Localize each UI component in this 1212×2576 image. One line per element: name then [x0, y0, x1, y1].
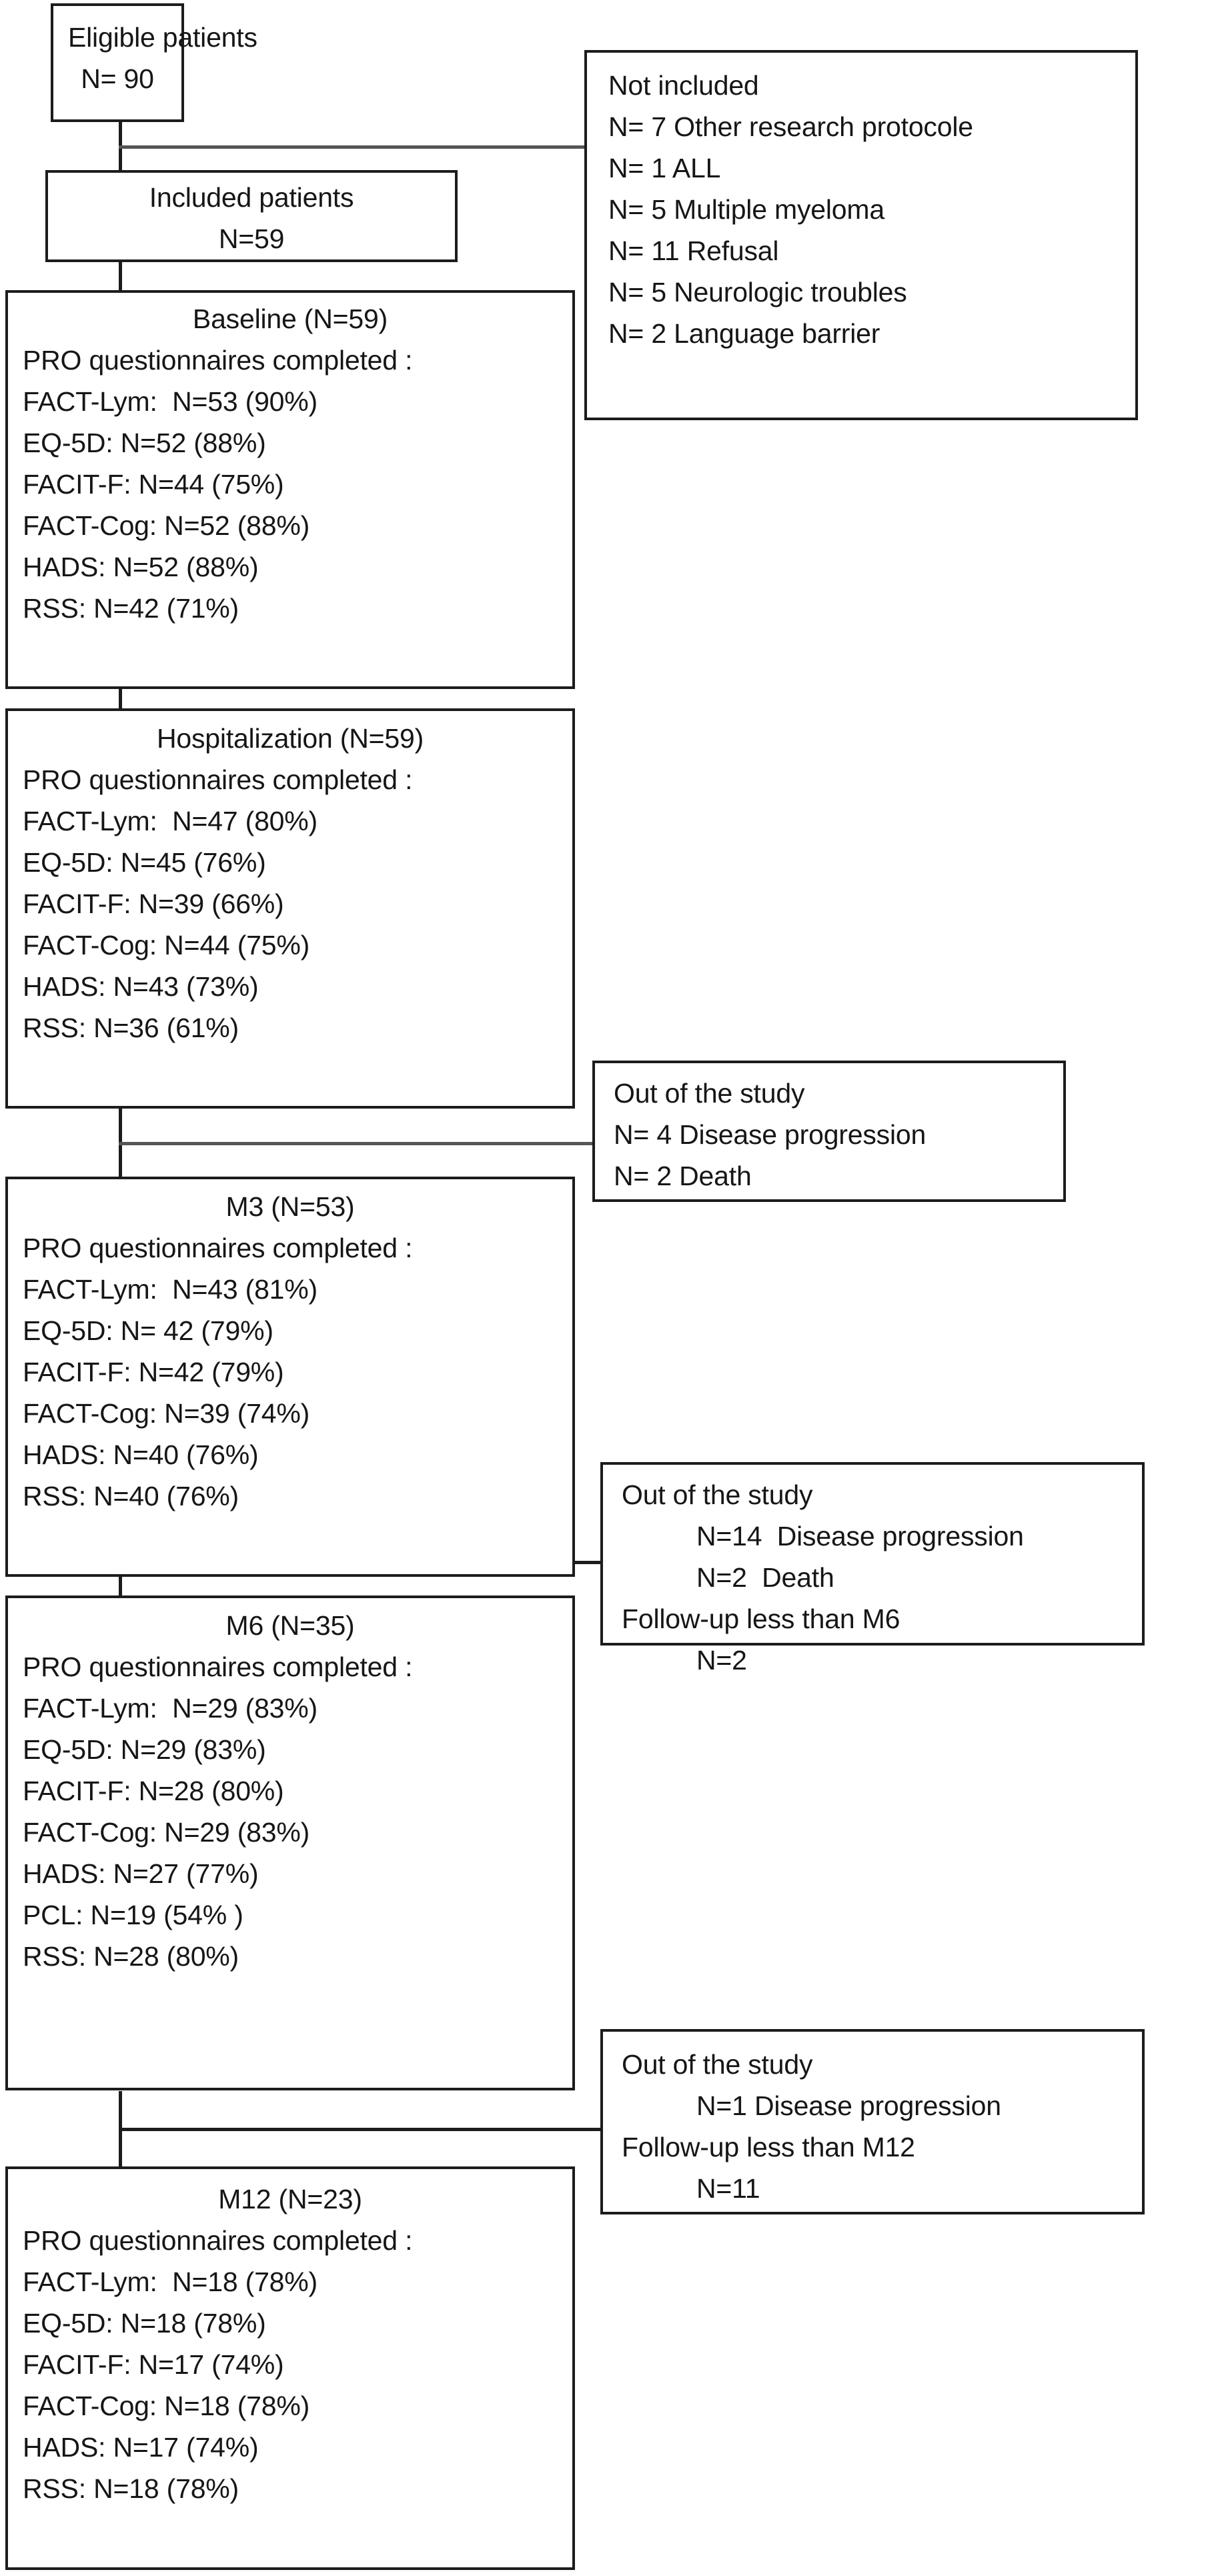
out-of-study-box-2: Out of the study N=14 Disease progressio…: [600, 1462, 1145, 1676]
included-patients-box: Included patients N=59: [45, 170, 458, 262]
not-included-reason: N= 5 Multiple myeloma: [608, 194, 884, 225]
baseline-subtitle: PRO questionnaires completed :: [23, 345, 413, 376]
hospitalization-subtitle: PRO questionnaires completed :: [23, 764, 413, 795]
baseline-title: Baseline (N=59): [192, 303, 388, 334]
m12-item: EQ-5D: N=18 (78%): [23, 2308, 266, 2339]
hospitalization-item: FACT-Lym: N=47 (80%): [23, 806, 318, 836]
m12-title: M12 (N=23): [218, 2184, 362, 2214]
m3-item: FACT-Lym: N=43 (81%): [23, 1274, 318, 1305]
out-of-study-box-3: Out of the study N=1 Disease progression…: [600, 2029, 1145, 2214]
m3-item: RSS: N=40 (76%): [23, 1481, 239, 1511]
m3-item: HADS: N=40 (76%): [23, 1439, 259, 1470]
baseline-item: FACT-Lym: N=53 (90%): [23, 386, 318, 417]
connector-eligible-to-not-included: [119, 145, 586, 149]
m6-item: FACT-Lym: N=29 (83%): [23, 1693, 318, 1724]
not-included-heading: Not included: [608, 70, 759, 101]
connector-included-to-baseline: [119, 260, 122, 293]
baseline-item: FACIT-F: N=44 (75%): [23, 469, 284, 500]
out-of-study-heading: Out of the study: [614, 1078, 805, 1109]
m6-subtitle: PRO questionnaires completed :: [23, 1652, 413, 1682]
m6-title: M6 (N=35): [225, 1610, 355, 1641]
out-of-study-reason: N=14 Disease progression: [696, 1521, 1024, 1551]
connector-m6-to-out3: [119, 2128, 602, 2131]
m3-box: M3 (N=53) PRO questionnaires completed :…: [5, 1177, 575, 1577]
m6-item: EQ-5D: N=29 (83%): [23, 1734, 266, 1765]
out-of-study-heading: Out of the study: [622, 2049, 813, 2080]
followup-value: N=2: [696, 1645, 747, 1676]
out-of-study-box-1: Out of the study N= 4 Disease progressio…: [592, 1061, 1066, 1202]
out-of-study-reason: N= 2 Death: [614, 1161, 752, 1191]
m6-item: RSS: N=28 (80%): [23, 1941, 239, 1972]
hospitalization-box: Hospitalization (N=59) PRO questionnaire…: [5, 708, 575, 1109]
m12-box: M12 (N=23) PRO questionnaires completed …: [5, 2166, 575, 2570]
out-of-study-reason: N=2 Death: [696, 1562, 834, 1593]
hospitalization-item: FACIT-F: N=39 (66%): [23, 888, 284, 919]
out-of-study-reason: N=1 Disease progression: [696, 2090, 1001, 2121]
followup-value: N=11: [696, 2173, 760, 2204]
hospitalization-item: EQ-5D: N=45 (76%): [23, 847, 266, 878]
baseline-item: RSS: N=42 (71%): [23, 593, 239, 624]
hospitalization-item: RSS: N=36 (61%): [23, 1013, 239, 1043]
not-included-box: Not included N= 7 Other research protoco…: [584, 50, 1138, 420]
followup-heading: Follow-up less than M6: [622, 1603, 900, 1634]
not-included-reason: N= 5 Neurologic troubles: [608, 277, 907, 307]
followup-heading: Follow-up less than M12: [622, 2132, 915, 2162]
m12-item: RSS: N=18 (78%): [23, 2473, 239, 2504]
m12-item: HADS: N=17 (74%): [23, 2432, 259, 2463]
not-included-reason: N= 11 Refusal: [608, 235, 779, 266]
m6-item: PCL: N=19 (54% ): [23, 1900, 243, 1930]
hospitalization-item: HADS: N=43 (73%): [23, 971, 259, 1002]
m6-item: HADS: N=27 (77%): [23, 1858, 259, 1889]
baseline-item: FACT-Cog: N=52 (88%): [23, 510, 310, 541]
m3-item: FACT-Cog: N=39 (74%): [23, 1398, 310, 1429]
eligible-patients-label: Eligible patients: [68, 22, 257, 53]
not-included-reason: N= 7 Other research protocole: [608, 111, 973, 142]
m3-item: FACIT-F: N=42 (79%): [23, 1357, 284, 1387]
eligible-patients-count: N= 90: [81, 63, 154, 94]
eligible-patients-box: Eligible patients N= 90: [51, 3, 257, 122]
not-included-reason: N= 2 Language barrier: [608, 318, 880, 349]
m12-item: FACT-Lym: N=18 (78%): [23, 2267, 318, 2297]
out-of-study-heading: Out of the study: [622, 1479, 813, 1510]
hospitalization-item: FACT-Cog: N=44 (75%): [23, 930, 310, 960]
m6-box: M6 (N=35) PRO questionnaires completed :…: [5, 1595, 575, 2090]
connector-hospitalization-to-out1: [119, 1142, 592, 1145]
hospitalization-title: Hospitalization (N=59): [156, 723, 424, 754]
m6-item: FACT-Cog: N=29 (83%): [23, 1817, 310, 1848]
m3-subtitle: PRO questionnaires completed :: [23, 1233, 413, 1263]
out-of-study-reason: N= 4 Disease progression: [614, 1119, 927, 1150]
m12-item: FACT-Cog: N=18 (78%): [23, 2391, 310, 2421]
baseline-item: EQ-5D: N=52 (88%): [23, 428, 266, 458]
not-included-reason: N= 1 ALL: [608, 153, 721, 183]
m12-item: FACIT-F: N=17 (74%): [23, 2349, 284, 2380]
included-patients-label: Included patients: [149, 182, 354, 213]
m3-item: EQ-5D: N= 42 (79%): [23, 1315, 273, 1346]
m3-title: M3 (N=53): [225, 1191, 355, 1222]
connector-baseline-to-hospitalization: [119, 687, 122, 720]
m6-item: FACIT-F: N=28 (80%): [23, 1776, 284, 1806]
baseline-box: Baseline (N=59) PRO questionnaires compl…: [5, 290, 575, 689]
baseline-item: HADS: N=52 (88%): [23, 552, 259, 582]
included-patients-count: N=59: [218, 223, 285, 254]
m12-subtitle: PRO questionnaires completed :: [23, 2225, 413, 2256]
